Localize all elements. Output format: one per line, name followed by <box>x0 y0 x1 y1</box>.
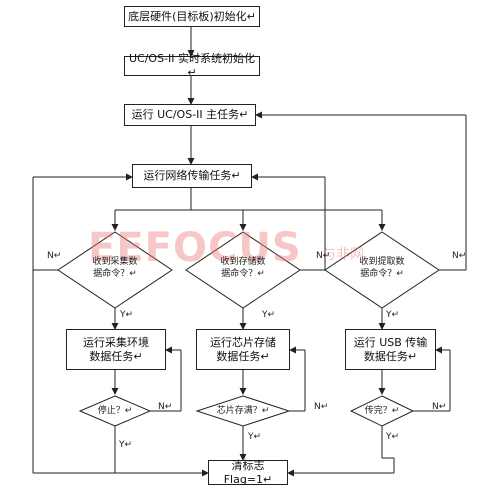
y-label-usb-done: Y↵ <box>386 432 400 442</box>
store-task-box: 运行芯片存储 数据任务↵ <box>196 329 290 370</box>
usb-task-box: 运行 USB 传输 数据任务↵ <box>345 329 436 370</box>
y-label-fetch: Y↵ <box>386 310 400 320</box>
usb-done-decision: 传完？↵ <box>364 406 400 416</box>
n-label-mid: N↵ <box>316 251 331 261</box>
store-task-line2: 数据任务↵ <box>216 349 270 363</box>
n-label-collect-done: N↵ <box>158 402 173 412</box>
watermark-chinese: 与非网 <box>322 247 364 263</box>
hw-init-box: 底层硬件(目标板)初始化↵ <box>124 6 260 27</box>
usb-task-line1: 运行 USB 传输 <box>353 335 428 349</box>
collect-done-decision: 停止？↵ <box>97 406 133 416</box>
fetch-cmd-line2: 据命令？↵ <box>360 269 404 280</box>
main-task-label: 运行 UC/OS-II 主任务↵ <box>131 108 249 122</box>
collect-cmd-line2: 据命令？↵ <box>93 269 137 280</box>
hw-init-label: 底层硬件(目标板)初始化↵ <box>128 9 256 23</box>
store-cmd-line1: 收到存储数 <box>220 257 266 267</box>
n-label-right: N↵ <box>452 251 467 261</box>
collect-cmd-decision: 收到采集数 据命令？↵ <box>80 256 150 280</box>
main-task-box: 运行 UC/OS-II 主任务↵ <box>124 104 256 126</box>
y-label-collect-done: Y↵ <box>119 440 133 450</box>
store-cmd-line2: 据命令？↵ <box>221 269 265 280</box>
collect-task-line1: 运行采集环境 <box>83 335 149 349</box>
collect-task-box: 运行采集环境 数据任务↵ <box>66 329 166 370</box>
store-cmd-decision: 收到存储数 据命令？↵ <box>208 256 278 280</box>
store-done-decision: 芯片存满？↵ <box>216 406 270 416</box>
collect-task-line2: 数据任务↵ <box>89 349 143 363</box>
y-label-store: Y↵ <box>262 310 276 320</box>
y-label-collect: Y↵ <box>120 310 134 320</box>
usb-task-line2: 数据任务↵ <box>363 349 418 363</box>
clear-flag-box: 清标志 Flag=1↵ <box>208 458 288 486</box>
store-task-line1: 运行芯片存储 <box>210 335 276 349</box>
net-task-box: 运行网络传输任务↵ <box>132 164 252 188</box>
n-label-store-done: N↵ <box>314 402 329 412</box>
n-label-left: N↵ <box>47 251 62 261</box>
os-init-label: UC/OS-II 实时系统初始化↵ <box>128 52 256 79</box>
n-label-usb-done: N↵ <box>432 402 447 412</box>
collect-cmd-line1: 收到采集数 <box>92 257 138 267</box>
fetch-cmd-line1: 收到提取数 <box>359 257 405 267</box>
os-init-box: UC/OS-II 实时系统初始化↵ <box>124 52 260 79</box>
net-task-label: 运行网络传输任务↵ <box>143 169 241 183</box>
watermark-brand: EEFOCUS <box>88 225 302 271</box>
fetch-cmd-decision: 收到提取数 据命令？↵ <box>347 256 417 280</box>
clear-flag-label: 清标志 Flag=1↵ <box>223 458 273 486</box>
y-label-store-done: Y↵ <box>248 432 262 442</box>
